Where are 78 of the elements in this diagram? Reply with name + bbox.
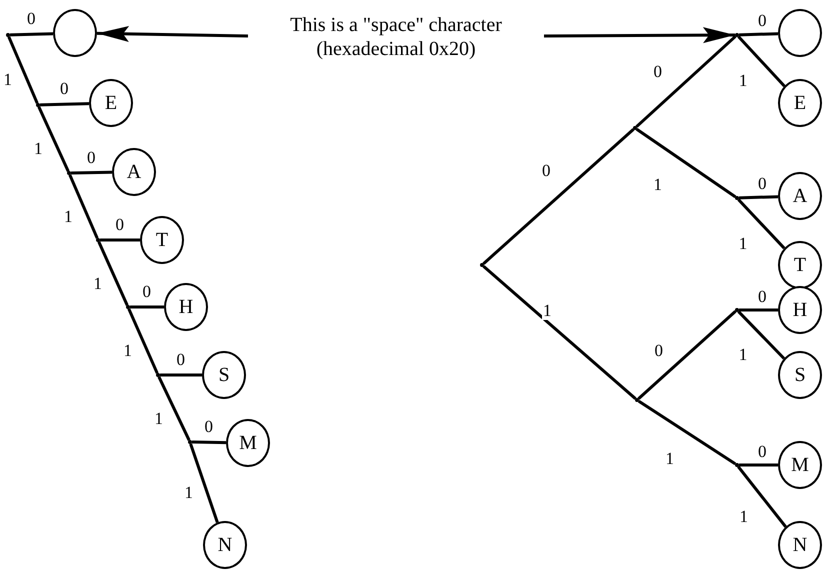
arrow [544,27,735,44]
letter-label: N [218,535,232,555]
branch-point [188,440,192,444]
tree-branch [37,106,70,172]
letter-circle [112,148,156,196]
tree-branch [739,464,778,466]
letter-circle [778,241,822,289]
letter-circle [778,351,822,399]
letter-label: S [794,365,806,385]
tree-branch [189,443,219,523]
tree-branch [130,306,164,308]
letter-label: T [794,255,806,275]
tree-branch [738,195,778,200]
letter-label: E [104,93,118,113]
tree-branch [737,198,786,250]
tree-branch [97,241,129,306]
branch-point [126,305,130,309]
branch-point [633,126,637,130]
tree-branch [40,102,90,106]
tree-branch [127,308,159,374]
branch-point [36,103,40,107]
edge-label: 0 [541,162,552,180]
tree-branch [635,35,737,128]
branch-point [156,373,160,377]
branch-point [635,398,639,402]
letter-label: H [792,300,808,320]
tree-branch [482,128,634,265]
tree-branch [7,36,39,104]
tree-branch [636,128,736,198]
letter-label: M [239,433,257,453]
arrow [96,26,248,42]
letter-label: A [792,186,808,206]
tree-branch [737,310,786,360]
tree-branch [482,265,636,400]
letter-label: T [156,230,168,250]
letter-circle [164,283,208,331]
branch-point [6,33,10,37]
tree-branch [738,32,778,36]
empty-circle [53,9,97,57]
letter-label: M [791,455,809,475]
letter-circle [89,79,133,127]
letter-circle [778,286,822,334]
tree-branch [158,376,190,441]
branch-point [480,263,484,267]
tree-branch [70,170,112,174]
tree-branch [10,32,54,36]
letter-circle [140,216,184,264]
letter-circle [778,79,822,127]
tree-branch [68,174,99,239]
tree-branch [160,374,202,376]
letter-label: H [178,297,194,317]
letter-label: N [792,535,808,555]
letter-circle [226,419,270,467]
tree-branch [100,238,140,242]
empty-circle [778,9,822,57]
letter-circle [202,351,246,399]
letter-circle [778,172,822,220]
tree-branch [737,466,787,528]
branch-point [735,196,739,200]
letter-label: A [126,162,142,182]
tree-branch [737,35,786,88]
tree-branch [739,308,778,312]
branch-point [735,308,739,312]
letter-label: E [794,93,806,113]
edge-label: 0 [652,62,663,80]
letter-circle [778,441,822,489]
branch-point [735,33,739,37]
letter-label: S [218,365,230,385]
letter-circle [778,521,822,569]
annotation-text: This is a "space" character (hexadecimal 0x20) [250,13,542,61]
branch-point [67,171,71,175]
tree-branch [192,440,226,444]
tree-branch [638,400,736,466]
letter-circle [203,521,247,569]
branch-point [735,463,739,467]
tree-branch [638,310,736,400]
edge-label: 1 [542,302,552,320]
branch-point [96,238,100,242]
